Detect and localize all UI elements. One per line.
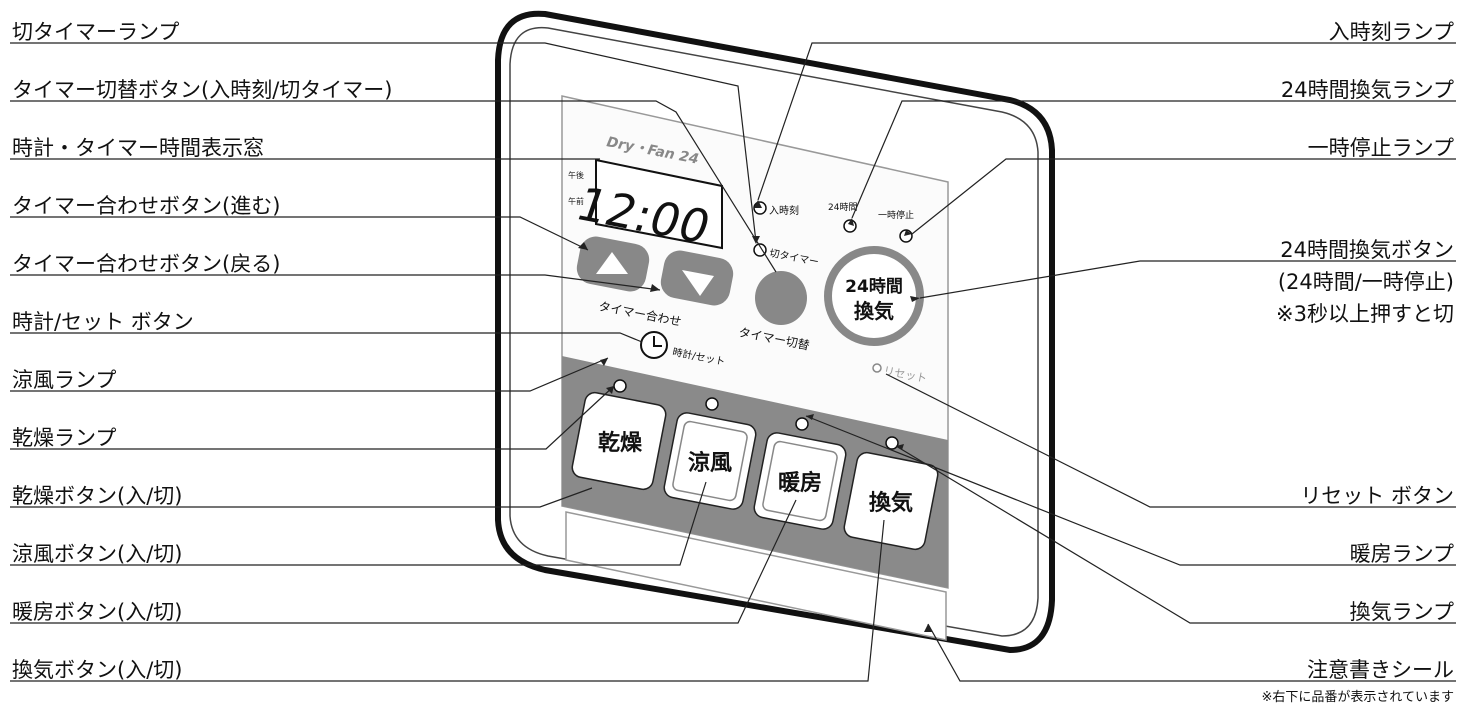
down-arrow-icon [682, 270, 714, 296]
model-number-note: ※右下に品番が表示されています [1261, 690, 1454, 705]
label-timer-down-button: タイマー合わせボタン(戻る) [12, 252, 281, 276]
label-caution-sticker: 注意書きシール [1307, 658, 1454, 682]
label-dry-lamp: 乾燥ランプ [12, 426, 117, 450]
on-time-lamp-label: 入時刻 [769, 204, 799, 217]
heat-button-label: 暖房 [778, 470, 822, 496]
vent-button[interactable] [843, 451, 940, 551]
label-24h-vent-button: 24時間換気ボタン [1280, 238, 1454, 262]
pause-lamp-label: 一時停止 [878, 209, 914, 221]
btn-24h-line2: 換気 [854, 299, 894, 323]
label-on-time-lamp: 入時刻ランプ [1328, 20, 1454, 44]
btn-24h-line1: 24時間 [845, 276, 903, 297]
label-timer-switch-button: タイマー切替ボタン(入時刻/切タイマー) [12, 78, 393, 102]
dry-button-label: 乾燥 [598, 430, 643, 456]
up-arrow-icon [596, 252, 628, 274]
label-timer-up-button: タイマー合わせボタン(進む) [12, 194, 281, 218]
ventilation-24h-button[interactable] [824, 246, 924, 346]
timer-switch-button[interactable] [755, 271, 807, 325]
cool-button[interactable] [663, 411, 758, 511]
label-display-window: 時計・タイマー時間表示窓 [12, 136, 264, 160]
heat-lamp [795, 417, 809, 431]
label-heat-lamp: 暖房ランプ [1349, 542, 1454, 566]
label-dry-button: 乾燥ボタン(入/切) [12, 484, 183, 508]
label-vent-lamp: 換気ランプ [1349, 600, 1454, 624]
clock-display-window [595, 158, 723, 250]
vent-button-label: 換気 [869, 490, 913, 516]
dry-button[interactable] [571, 391, 668, 491]
label-clock-set-button: 時計/セット ボタン [12, 310, 194, 334]
cool-button-label: 涼風 [688, 450, 732, 476]
label-pause-lamp: 一時停止ランプ [1307, 136, 1454, 160]
reset-button[interactable] [872, 363, 882, 373]
pm-indicator: 午後 [568, 170, 584, 180]
label-heat-button: 暖房ボタン(入/切) [12, 600, 183, 624]
am-indicator: 午前 [568, 196, 584, 206]
heat-button[interactable] [753, 431, 848, 531]
label-cool-lamp: 涼風ランプ [12, 368, 117, 392]
caution-sticker [565, 511, 947, 641]
label-24h-vent-lamp: 24時間換気ランプ [1280, 78, 1454, 102]
label-24h-vent-sub: (24時間/一時停止) [1277, 270, 1454, 294]
label-vent-button: 換気ボタン(入/切) [12, 658, 183, 682]
label-24h-vent-note: ※3秒以上押すと切 [1276, 302, 1454, 326]
vent-lamp [885, 436, 899, 450]
off-timer-lamp [753, 243, 767, 257]
cool-lamp [705, 397, 719, 411]
lamp-24h-label: 24時間 [828, 202, 857, 213]
label-cool-button: 涼風ボタン(入/切) [12, 542, 183, 566]
label-off-timer-lamp: 切タイマーランプ [12, 20, 180, 44]
label-reset-button: リセット ボタン [1300, 484, 1454, 508]
